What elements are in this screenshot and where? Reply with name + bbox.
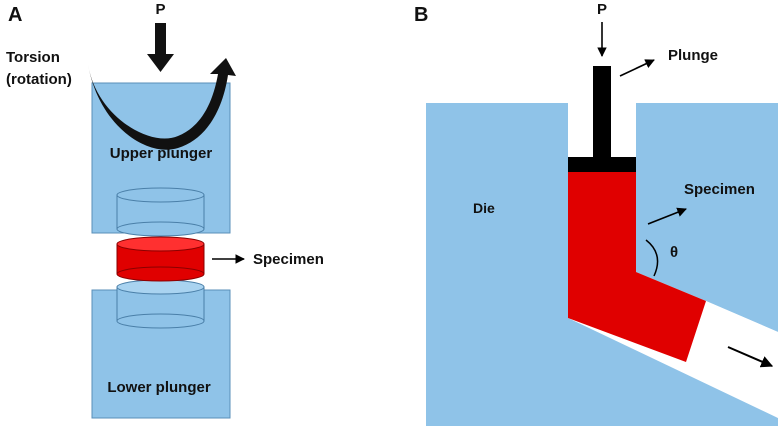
lower-plunger-label: Lower plunger	[107, 379, 211, 396]
panel-b: B P Plunge Specimen Die θ	[414, 1, 778, 426]
plunge-label: Plunge	[668, 47, 718, 64]
torsion-label-line2: (rotation)	[6, 71, 72, 88]
angle-arc-icon	[645, 239, 659, 277]
hpt-specimen-disk	[116, 236, 205, 282]
panel-b-label: B	[414, 4, 428, 26]
die-body	[426, 103, 778, 426]
force-label-b: P	[597, 1, 607, 18]
panel-a-label: A	[8, 4, 22, 26]
upper-plunger-tip	[116, 187, 205, 237]
torsion-arrow-icon	[88, 58, 236, 150]
plunge-arrow-icon	[619, 59, 655, 77]
die-label: Die	[473, 200, 495, 216]
specimen-label-b: Specimen	[684, 181, 755, 198]
specimen-pointer-b-icon	[647, 207, 687, 225]
ecap-specimen	[568, 172, 706, 362]
torsion-label-line1: Torsion	[6, 49, 60, 66]
upper-plunger-label: Upper plunger	[110, 145, 213, 162]
exit-arrow-icon	[727, 346, 774, 368]
ecap-plunger-head	[568, 157, 636, 172]
lower-plunger-tip	[116, 279, 205, 329]
force-arrow-a-icon	[147, 23, 174, 72]
force-label-a: P	[155, 1, 165, 18]
specimen-label-a: Specimen	[253, 251, 324, 268]
exit-channel	[686, 301, 778, 418]
angle-label: θ	[670, 244, 678, 261]
panel-a: A P T	[6, 1, 324, 419]
ecap-plunger-rod	[593, 66, 611, 157]
